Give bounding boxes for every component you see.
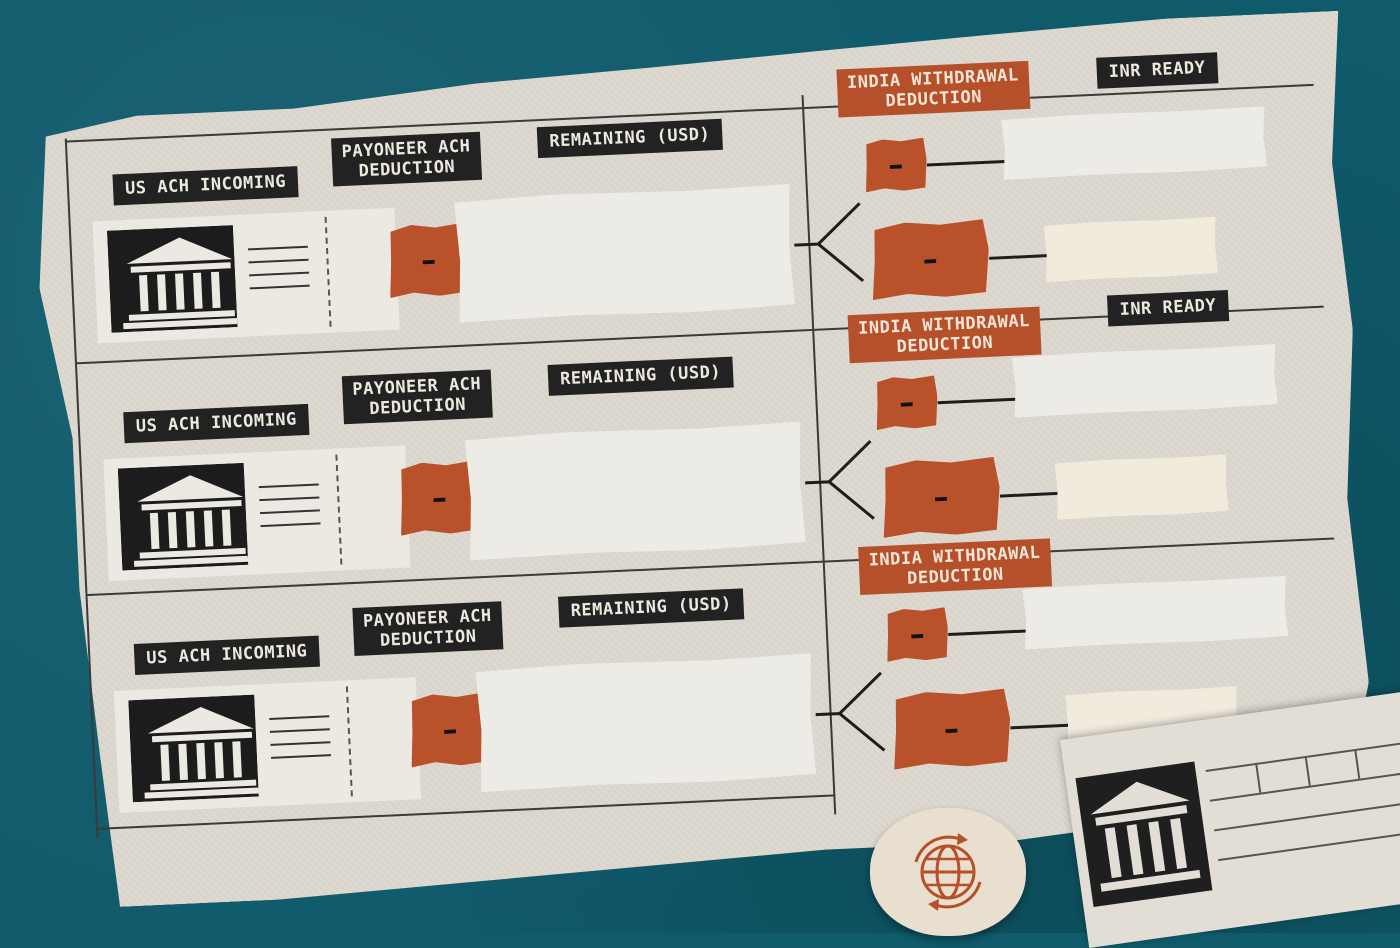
row-2: US ACH INCOMING PAYONEER ACH DEDUCTION REM… — [43, 290, 1363, 599]
inr-ready-value-2 — [1044, 217, 1218, 283]
remaining-usd-label: REMAINING (USD) — [536, 118, 723, 159]
bank-building-icon — [107, 225, 237, 333]
india-withdrawal-deduction-label: INDIA WITHDRAWAL DEDUCTION — [858, 538, 1052, 596]
inr-ready-value-1 — [1022, 576, 1289, 650]
inr-ready-label: INR READY — [1106, 290, 1229, 327]
incoming-check — [113, 677, 422, 813]
branch-connector-up — [838, 671, 882, 715]
us-ach-incoming-label: US ACH INCOMING — [112, 166, 299, 206]
inr-connector-1 — [926, 160, 1005, 167]
fee-flow-sheet: US ACH INCOMING PAYONEER ACH DEDUCTION REM… — [30, 11, 1377, 910]
row-1: US ACH INCOMING PAYONEER ACH DEDUCTION REM… — [32, 52, 1352, 362]
remaining-usd-label: REMAINING (USD) — [547, 356, 734, 396]
india-deduction-large-value: – — [880, 457, 1001, 538]
remaining-usd-value — [475, 653, 816, 792]
india-withdrawal-deduction-label: INDIA WITHDRAWAL DEDUCTION — [836, 60, 1031, 118]
payoneer-ach-deduction-label: PAYONEER ACH DEDUCTION — [341, 369, 493, 425]
bank-building-icon — [1075, 761, 1213, 907]
inr-ready-value-1 — [1001, 106, 1268, 180]
inr-connector-1 — [948, 629, 1027, 637]
india-deduction-small-value: – — [864, 138, 928, 193]
india-deduction-large-value: – — [891, 688, 1012, 769]
branch-connector-up — [828, 440, 872, 483]
india-deduction-large-value: – — [869, 219, 990, 300]
check-perforation — [335, 454, 343, 565]
corner-check-document — [1060, 689, 1400, 948]
currency-exchange-stamp — [870, 808, 1026, 936]
inr-ready-label: INR READY — [1096, 52, 1219, 89]
remaining-usd-label: REMAINING (USD) — [558, 588, 745, 628]
bank-building-icon — [128, 695, 258, 803]
inr-connector-2 — [989, 254, 1048, 260]
check-lines — [247, 245, 310, 301]
inr-connector-2 — [999, 491, 1058, 498]
check-perforation — [324, 216, 332, 327]
us-ach-incoming-label: US ACH INCOMING — [123, 403, 310, 444]
branch-connector-down — [838, 712, 886, 752]
inr-ready-value-2 — [1054, 454, 1228, 520]
branch-connector-down — [817, 242, 865, 283]
row-3: US ACH INCOMING PAYONEER ACH DEDUCTION REM… — [53, 532, 1373, 831]
inr-connector-1 — [937, 397, 1016, 405]
incoming-check — [103, 445, 411, 582]
us-ach-incoming-label: US ACH INCOMING — [133, 635, 321, 675]
india-withdrawal-deduction-label: INDIA WITHDRAWAL DEDUCTION — [847, 306, 1042, 364]
india-deduction-small-value: – — [885, 607, 949, 662]
check-perforation — [345, 686, 353, 797]
check-lines — [258, 483, 321, 538]
remaining-usd-value — [454, 184, 795, 323]
india-deduction-small-value: – — [874, 375, 938, 430]
bank-building-icon — [118, 463, 248, 571]
remaining-usd-value — [465, 422, 806, 561]
payoneer-ach-deduction-label: PAYONEER ACH DEDUCTION — [352, 601, 504, 657]
inr-connector-2 — [1010, 723, 1069, 730]
incoming-check — [92, 207, 400, 344]
inr-ready-value-1 — [1012, 344, 1279, 418]
branch-connector-up — [817, 202, 861, 246]
branch-connector-down — [828, 480, 875, 520]
globe-exchange-icon — [914, 833, 982, 911]
check-lines — [269, 715, 332, 770]
payoneer-ach-deduction-label: PAYONEER ACH DEDUCTION — [331, 131, 482, 187]
